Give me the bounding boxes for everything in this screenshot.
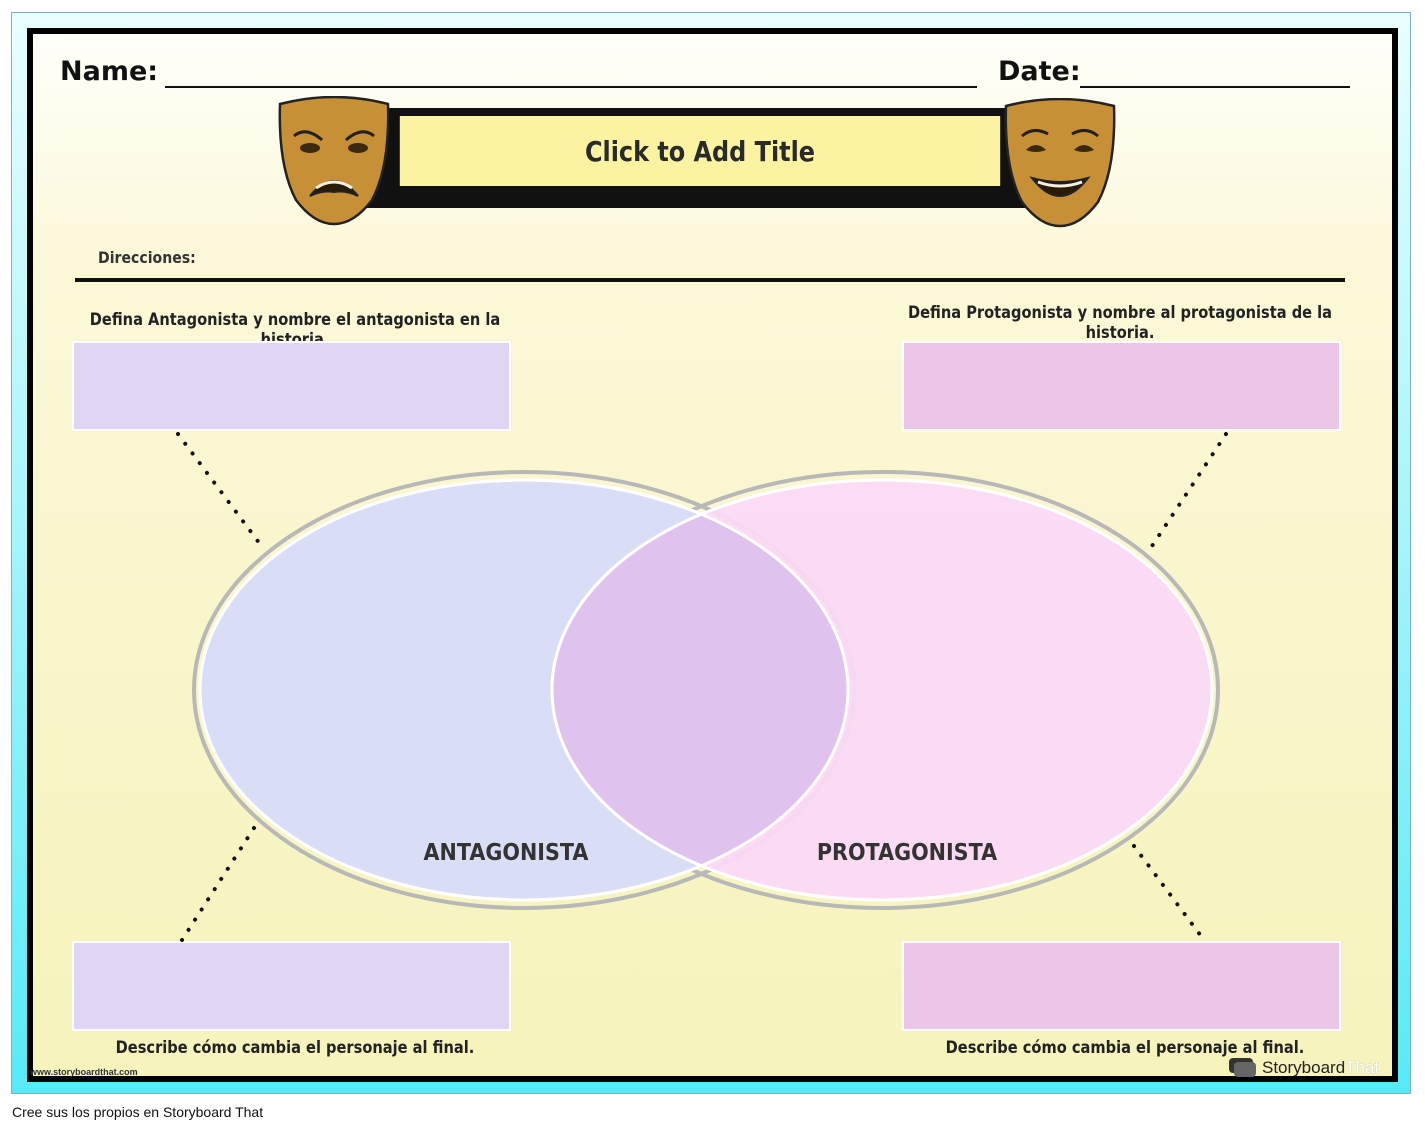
antagonist-define-box[interactable]	[72, 341, 511, 431]
directions-label: Direcciones:	[98, 248, 196, 267]
antagonist-change-prompt: Describe cómo cambia el personaje al fin…	[115, 1038, 475, 1058]
protagonist-define-box[interactable]	[902, 341, 1341, 431]
title-banner[interactable]: Click to Add Title	[396, 112, 1004, 190]
logo-text-that: That	[1345, 1058, 1380, 1077]
protagonist-label: PROTAGONISTA	[817, 840, 997, 866]
logo-text-storyboard: Storyboard	[1262, 1058, 1346, 1077]
connector-bottom-left	[180, 826, 256, 942]
antagonist-change-box[interactable]	[72, 941, 511, 1031]
protagonist-define-prompt: Defina Protagonista y nombre al protagon…	[907, 303, 1333, 343]
connector-bottom-right	[1132, 844, 1206, 942]
directions-divider	[75, 278, 1345, 282]
tragedy-mask-icon	[278, 96, 390, 226]
protagonist-change-prompt: Describe cómo cambia el personaje al fin…	[945, 1038, 1305, 1058]
date-label: Date:	[998, 56, 1081, 87]
name-line[interactable]	[165, 86, 977, 88]
connector-top-left	[176, 432, 262, 546]
watermark-url: www.storyboardthat.com	[30, 1067, 138, 1077]
protagonist-change-box[interactable]	[902, 941, 1341, 1031]
footer-link[interactable]: Cree sus los propios en Storyboard That	[12, 1104, 264, 1120]
overlap-region	[552, 480, 848, 900]
speech-bubble-icon	[1229, 1058, 1256, 1077]
name-label: Name:	[60, 56, 159, 87]
date-line[interactable]	[1080, 86, 1350, 88]
comedy-mask-icon	[1004, 98, 1116, 228]
antagonist-label: ANTAGONISTA	[424, 840, 589, 866]
connector-top-right	[1150, 432, 1228, 548]
